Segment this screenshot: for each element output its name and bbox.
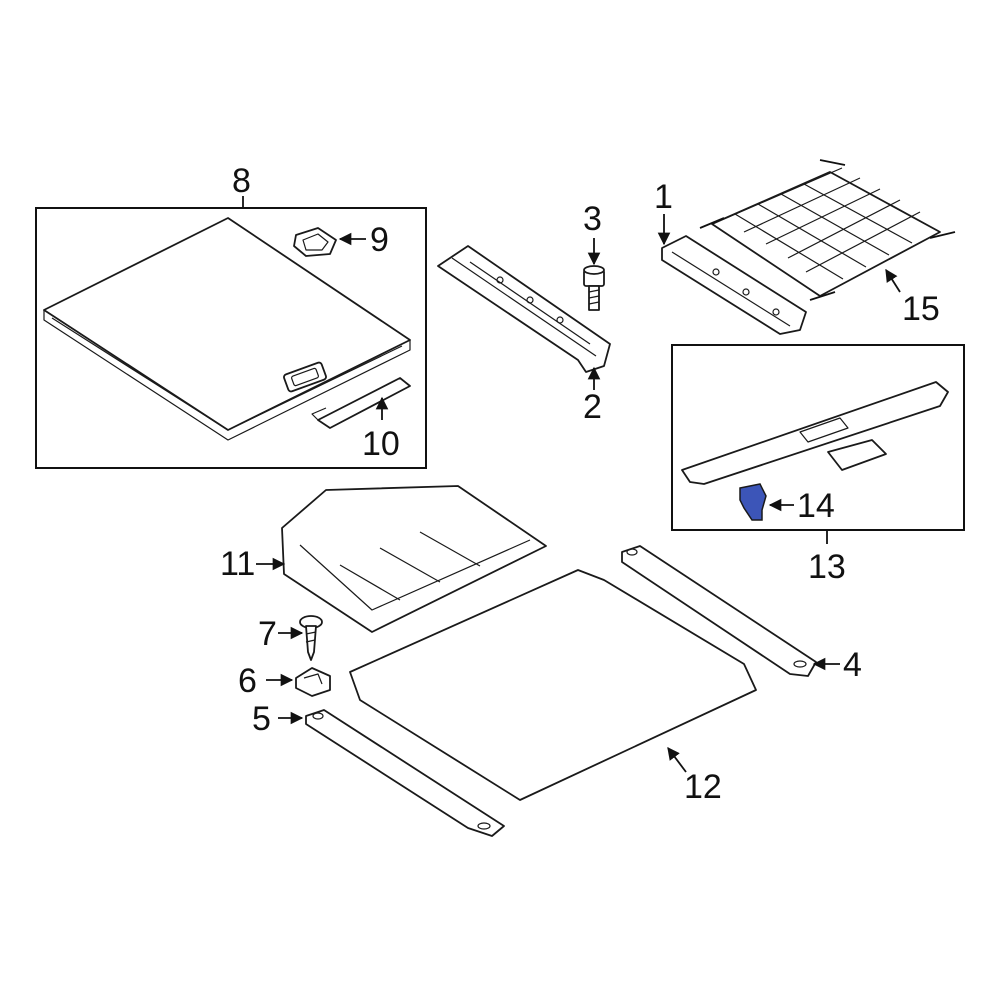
callout-8: 8 — [232, 162, 251, 200]
callout-10: 10 — [362, 425, 400, 463]
callout-5: 5 — [252, 700, 271, 738]
callout-11: 11 — [220, 545, 255, 583]
sill-trim-part-13[interactable] — [681, 381, 949, 485]
callout-7: 7 — [258, 615, 277, 653]
callout-13: 13 — [808, 548, 846, 586]
callout-3: 3 — [583, 200, 602, 238]
bolt-part-3[interactable] — [583, 265, 605, 311]
clip-part-14[interactable] — [739, 483, 767, 521]
callout-1: 1 — [654, 178, 673, 216]
callout-15: 15 — [902, 290, 940, 328]
callout-12: 12 — [684, 768, 722, 806]
rail-part-2[interactable] — [437, 245, 611, 373]
screw-part-7[interactable] — [299, 615, 323, 661]
support-bar-part-4[interactable] — [621, 545, 817, 677]
strap-part-10[interactable] — [311, 377, 411, 429]
callout-4: 4 — [843, 646, 862, 684]
callout-6: 6 — [238, 662, 257, 700]
callout-14: 14 — [797, 487, 835, 525]
callout-2: 2 — [583, 388, 602, 426]
clip-part-9[interactable] — [293, 227, 337, 257]
group-box-8 — [35, 196, 427, 469]
callout-9: 9 — [370, 221, 389, 259]
nut-clip-part-6[interactable] — [295, 667, 331, 697]
support-bar-part-5[interactable] — [305, 709, 505, 837]
cargo-mat-part-12[interactable] — [349, 569, 757, 801]
storage-tray-part-11[interactable] — [281, 485, 547, 633]
load-floor-cover[interactable] — [43, 217, 411, 441]
cargo-net-part-15[interactable] — [699, 159, 956, 301]
mount-rail-part-1[interactable] — [661, 235, 807, 335]
group-box-13 — [671, 344, 965, 544]
